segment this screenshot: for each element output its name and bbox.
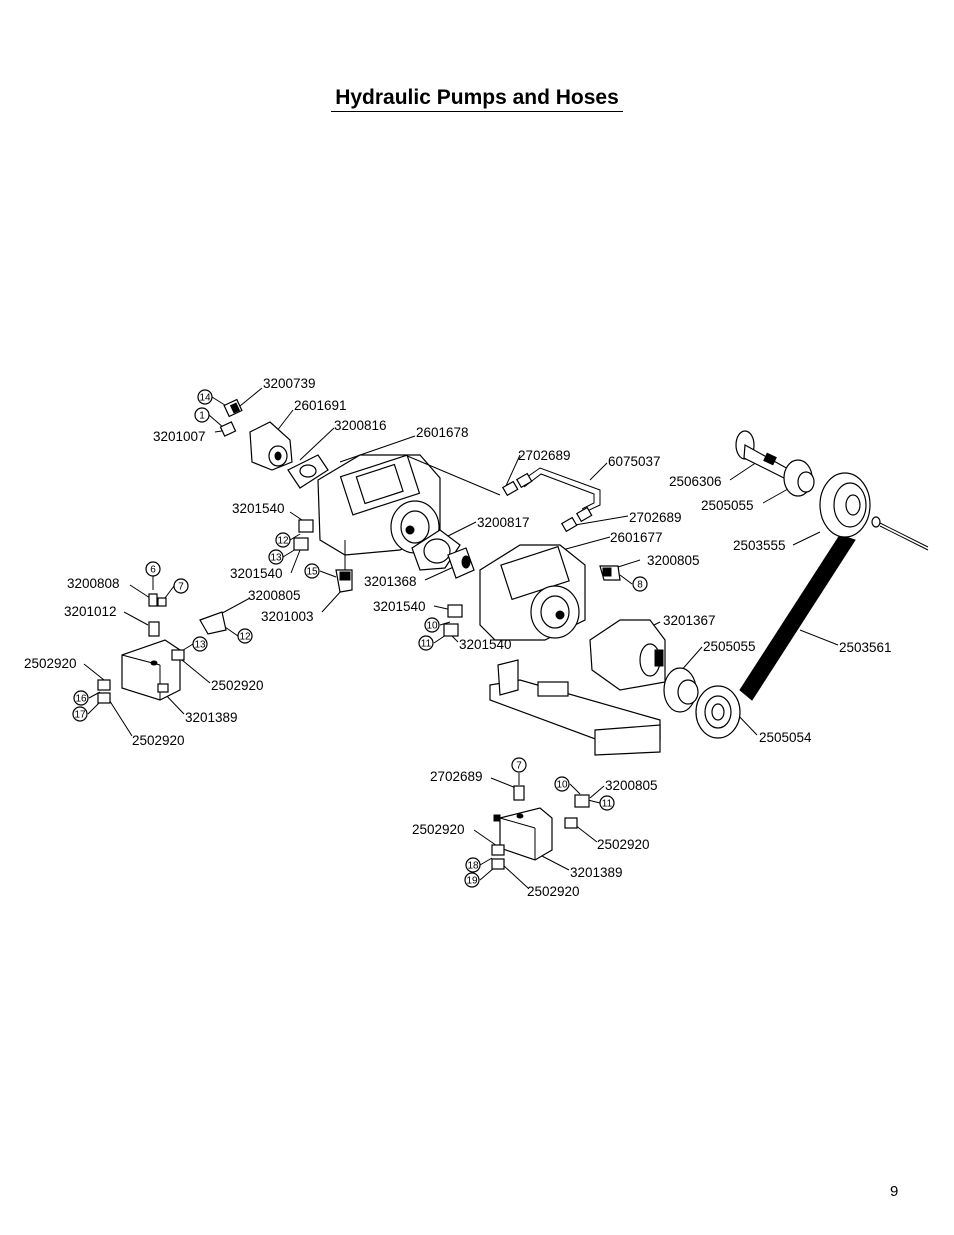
fitting-14 — [223, 398, 243, 418]
callout-12: 12 — [239, 632, 251, 643]
part-label: 2505055 — [703, 639, 756, 654]
mounting-base-plate — [489, 659, 661, 756]
shaft-2506306 — [735, 430, 791, 481]
part-label: 2702689 — [629, 510, 682, 525]
callout-19: 19 — [466, 876, 478, 887]
part-label: 2702689 — [430, 769, 483, 784]
part-label: 2502920 — [527, 884, 580, 899]
part-label: 2601691 — [294, 398, 347, 413]
part-label: 2505055 — [701, 498, 754, 513]
manifold-block-left — [97, 593, 227, 704]
hydraulic-hose-line — [501, 467, 601, 533]
callout-11: 11 — [602, 799, 613, 810]
callout-8: 8 — [637, 580, 643, 591]
callout-numbers: 14 1 12 13 15 6 7 13 12 16 17 8 10 11 7 … — [74, 393, 643, 887]
part-label: 3200816 — [334, 418, 387, 433]
part-label: 2702689 — [518, 448, 571, 463]
pulley-lower — [695, 685, 741, 739]
part-label: 3201540 — [232, 501, 285, 516]
fitting-1 — [219, 421, 237, 437]
part-label: 3200739 — [263, 376, 316, 391]
part-label: 2503561 — [839, 640, 892, 655]
part-label: 3200805 — [248, 588, 301, 603]
callout-17: 17 — [74, 710, 86, 721]
part-label: 2601677 — [610, 530, 663, 545]
part-label: 3201389 — [185, 710, 238, 725]
callout-7: 7 — [178, 582, 184, 593]
coupling — [447, 547, 475, 579]
bushing-lower — [663, 667, 699, 713]
part-label: 3201540 — [459, 637, 512, 652]
callout-10: 10 — [426, 621, 438, 632]
part-label: 3200817 — [477, 515, 530, 530]
drive-belt — [739, 534, 856, 701]
callout-16: 16 — [75, 694, 87, 705]
callout-18: 18 — [467, 861, 479, 872]
hydraulic-pump-1 — [317, 454, 501, 570]
part-label: 3201012 — [64, 604, 117, 619]
manifold-block-lower — [491, 785, 590, 870]
callout-13: 13 — [194, 640, 206, 651]
pulley-upper — [819, 472, 929, 551]
page-title-text: Hydraulic Pumps and Hoses — [331, 86, 623, 112]
part-label: 3200805 — [647, 553, 700, 568]
part-label: 2601678 — [416, 425, 469, 440]
part-label: 3201367 — [663, 613, 716, 628]
part-label: 2502920 — [412, 822, 465, 837]
callout-12: 12 — [277, 536, 289, 547]
gasket — [287, 454, 329, 489]
adapter-flange — [249, 421, 293, 471]
callout-13: 13 — [270, 553, 282, 564]
callout-circles — [72, 389, 648, 888]
part-label: 3201540 — [230, 566, 283, 581]
part-label: 6075037 — [608, 454, 661, 469]
callout-10: 10 — [556, 780, 568, 791]
callout-15: 15 — [306, 567, 318, 578]
part-label: 2503555 — [733, 538, 786, 553]
callout-6: 6 — [150, 565, 156, 576]
elbow-fitting — [335, 569, 353, 593]
part-label: 2506306 — [669, 474, 722, 489]
part-label: 2502920 — [132, 733, 185, 748]
part-label: 3201389 — [570, 865, 623, 880]
part-number-labels: 3200739 2601691 3200816 2601678 3201007 … — [24, 376, 892, 899]
page-title: Hydraulic Pumps and Hoses — [0, 86, 954, 112]
callout-7: 7 — [516, 761, 522, 772]
elbow-fitting-3200805 — [599, 565, 621, 581]
page-number: 9 — [890, 1183, 899, 1200]
part-label: 2502920 — [597, 837, 650, 852]
part-label: 3201007 — [153, 429, 206, 444]
part-label: 2505054 — [759, 730, 812, 745]
bearing-block — [589, 619, 666, 691]
part-label: 3201368 — [364, 574, 417, 589]
callout-1: 1 — [199, 411, 205, 422]
fitting-3201540-a — [298, 519, 314, 533]
bushing-upper — [783, 459, 815, 497]
part-label: 2502920 — [24, 656, 77, 671]
part-label: 3201540 — [373, 599, 426, 614]
hydraulic-pump-2 — [479, 544, 586, 641]
callout-14: 14 — [199, 393, 211, 404]
part-label: 3201003 — [261, 609, 314, 624]
fitting-3201540-c — [447, 604, 463, 618]
part-label: 3200805 — [605, 778, 658, 793]
fitting-3201540-b — [293, 537, 309, 551]
part-label: 3200808 — [67, 576, 120, 591]
callout-11: 11 — [421, 639, 432, 650]
part-label: 2502920 — [211, 678, 264, 693]
fitting-3201540-d — [443, 623, 459, 637]
